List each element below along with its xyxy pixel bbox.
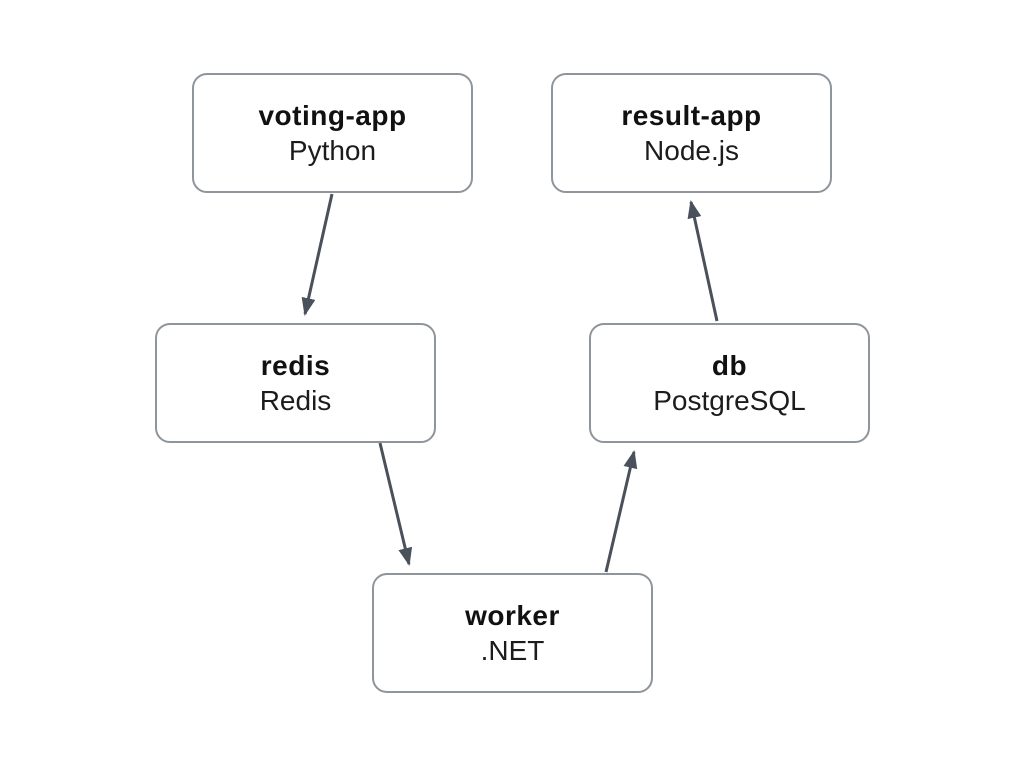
node-redis: redis Redis (155, 323, 436, 443)
node-result-app: result-app Node.js (551, 73, 832, 193)
node-subtitle: Node.js (644, 135, 739, 166)
node-worker: worker .NET (372, 573, 653, 693)
node-voting-app: voting-app Python (192, 73, 473, 193)
edge-voting-app-to-redis (301, 193, 334, 316)
node-title: redis (260, 350, 331, 381)
edge-worker-to-db (604, 450, 638, 573)
edge-db-to-result-app (687, 200, 719, 322)
edge-redis-to-worker (378, 442, 413, 566)
node-db: db PostgreSQL (589, 323, 870, 443)
node-title: db (711, 350, 748, 381)
node-subtitle: Redis (259, 385, 332, 416)
node-subtitle: .NET (480, 635, 545, 666)
node-subtitle: Python (288, 135, 377, 166)
node-subtitle: PostgreSQL (653, 385, 806, 416)
node-title: voting-app (258, 100, 407, 131)
node-title: result-app (621, 100, 762, 131)
node-title: worker (465, 600, 560, 631)
